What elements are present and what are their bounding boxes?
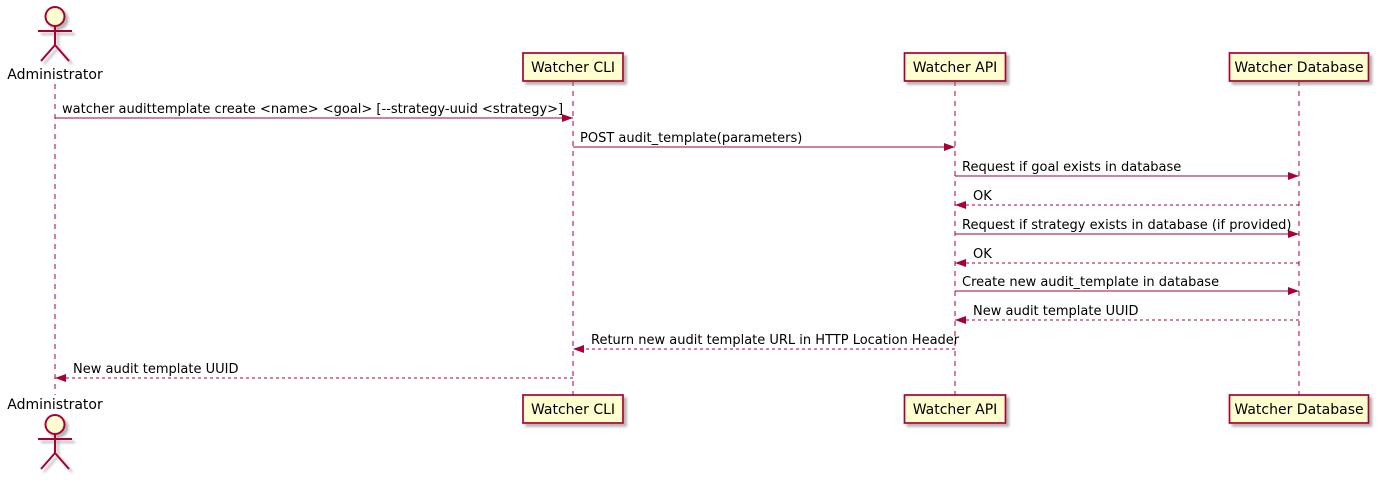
- participant-rect: [1228, 394, 1370, 424]
- participant-label: Watcher CLI: [531, 60, 615, 76]
- message-10: New audit template UUID: [55, 362, 573, 382]
- actor-icon: [38, 6, 72, 62]
- message-4: OK: [955, 189, 1299, 209]
- arrowhead-icon: [955, 201, 966, 209]
- message-6: OK: [955, 247, 1299, 267]
- arrowhead-icon: [573, 345, 584, 353]
- participant-label: Watcher API: [913, 402, 998, 418]
- arrowhead-icon: [55, 374, 66, 382]
- participant-rect: [1228, 52, 1370, 82]
- participant-box-db: Watcher Database: [1228, 52, 1370, 82]
- actor-icon: [38, 414, 72, 470]
- participant-rect: [522, 394, 624, 424]
- participant-label: Watcher CLI: [531, 402, 615, 418]
- arrowhead-icon: [1288, 172, 1299, 180]
- message-label: Return new audit template URL in HTTP Lo…: [591, 333, 960, 348]
- message-label: Create new audit_template in database: [962, 275, 1219, 290]
- participant-box-db: Watcher Database: [1228, 394, 1370, 424]
- participant-rect: [903, 52, 1007, 82]
- arrowhead-icon: [955, 316, 966, 324]
- message-label: POST audit_template(parameters): [580, 131, 802, 146]
- participant-rect: [903, 394, 1007, 424]
- message-label: New audit template UUID: [73, 362, 238, 377]
- message-label: OK: [973, 189, 992, 204]
- participant-label: Watcher API: [913, 60, 998, 76]
- message-label: New audit template UUID: [973, 304, 1138, 319]
- participant-label: Watcher Database: [1234, 402, 1363, 418]
- message-label: OK: [973, 247, 992, 262]
- message-9: Return new audit template URL in HTTP Lo…: [573, 333, 960, 353]
- participant-rect: [522, 52, 624, 82]
- participant-label: Watcher Database: [1234, 60, 1363, 76]
- message-label: watcher audittemplate create <name> <goa…: [62, 102, 563, 117]
- arrowhead-icon: [1288, 287, 1299, 295]
- message-2: POST audit_template(parameters): [573, 131, 955, 151]
- participant-box-cli: Watcher CLI: [522, 52, 624, 82]
- message-label: Request if strategy exists in database (…: [962, 218, 1291, 233]
- message-5: Request if strategy exists in database (…: [955, 218, 1299, 238]
- actor-label: Administrator: [7, 67, 103, 83]
- actor-label: Administrator: [7, 397, 103, 413]
- message-8: New audit template UUID: [955, 304, 1299, 324]
- arrowhead-icon: [955, 259, 966, 267]
- message-1: watcher audittemplate create <name> <goa…: [55, 102, 573, 122]
- participant-box-cli: Watcher CLI: [522, 394, 624, 424]
- message-label: Request if goal exists in database: [962, 160, 1181, 175]
- arrowhead-icon: [944, 143, 955, 151]
- message-7: Create new audit_template in database: [955, 275, 1299, 295]
- message-3: Request if goal exists in database: [955, 160, 1299, 180]
- arrowhead-icon: [562, 114, 573, 122]
- participant-box-api: Watcher API: [903, 52, 1007, 82]
- participant-box-api: Watcher API: [903, 394, 1007, 424]
- arrowhead-icon: [1288, 230, 1299, 238]
